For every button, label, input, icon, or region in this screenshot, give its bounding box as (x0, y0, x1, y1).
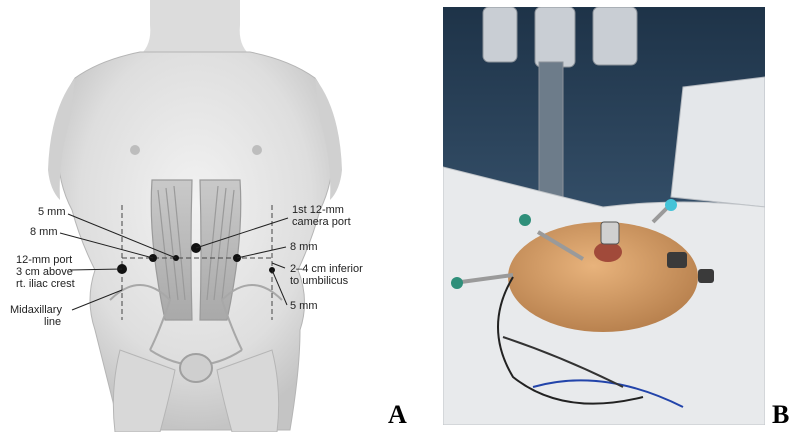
label-5mm-left: 5 mm (38, 206, 66, 218)
label-8mm-right: 8 mm (290, 241, 318, 253)
label-5mm-right: 5 mm (290, 300, 318, 312)
label-12mm-port-2: 3 cm above (16, 266, 73, 278)
left-nipple (130, 145, 140, 155)
label-12mm-port-1: 12-mm port (16, 254, 72, 266)
label-midaxillary-1: Midaxillary (10, 304, 62, 316)
right-nipple (252, 145, 262, 155)
panel-a-illustration: 5 mm 8 mm 12-mm port 3 cm above rt. ilia… (0, 0, 430, 432)
side-table-drape (671, 77, 765, 207)
label-camera-port-2: camera port (292, 216, 351, 228)
panel-a-letter: A (388, 400, 407, 430)
umbilicus-area (594, 242, 622, 262)
label-12mm-port-3: rt. iliac crest (16, 278, 75, 290)
panel-b-letter: B (772, 400, 789, 430)
label-8mm-left: 8 mm (30, 226, 58, 238)
panel-b-photo (443, 7, 765, 425)
surgical-photo (443, 7, 765, 425)
label-inferior-2: to umbilicus (290, 275, 348, 287)
label-inferior-1: 2–4 cm inferior (290, 263, 363, 275)
label-camera-port-1: 1st 12-mm (292, 204, 344, 216)
label-midaxillary-2: line (44, 316, 61, 328)
neck-shape (140, 0, 250, 55)
